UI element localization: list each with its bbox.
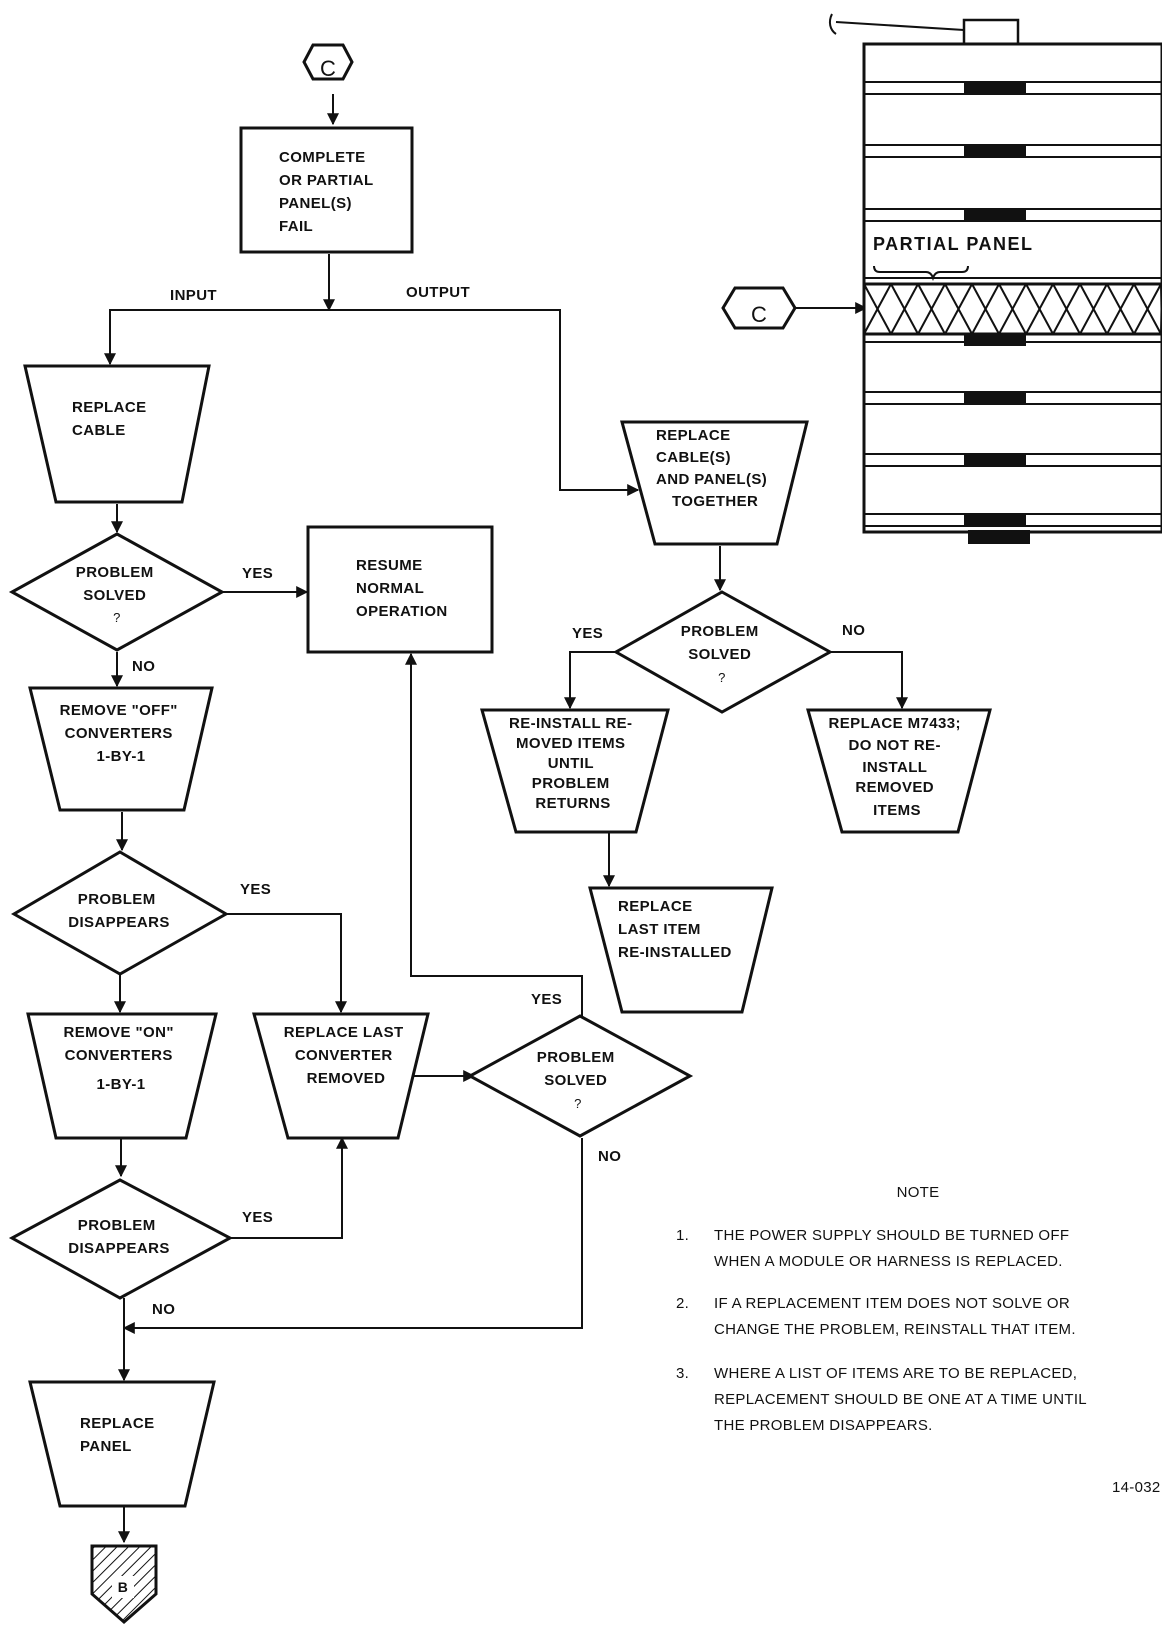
- node-remove-on-converters: REMOVE "ON" CONVERTERS 1-BY-1: [26, 1012, 218, 1140]
- rack-divider: [864, 453, 1162, 467]
- rack-foot: [968, 530, 1030, 544]
- problem-solved-3-text: PROBLEM SOLVED ?: [537, 1049, 619, 1111]
- node-problem-solved-3: PROBLEM SOLVED ?: [466, 1014, 694, 1138]
- node-replace-cables-panels: REPLACE CABLE(S) AND PANEL(S) TOGETHER: [620, 420, 809, 546]
- edge-input: [104, 309, 560, 366]
- edge-ps2-no: [830, 651, 908, 710]
- rack-divider: [864, 513, 1162, 527]
- edge-ps3-no: [122, 1138, 583, 1334]
- label-ps3-no: NO: [598, 1148, 621, 1165]
- node-problem-solved-2: PROBLEM SOLVED ?: [612, 590, 834, 714]
- node-remove-off-converters: REMOVE "OFF" CONVERTERS 1-BY-1: [28, 686, 214, 812]
- remove-on-text: REMOVE "ON" CONVERTERS 1-BY-1: [64, 1024, 179, 1093]
- label-input: INPUT: [170, 287, 217, 304]
- note-3-line-2: REPLACEMENT SHOULD BE ONE AT A TIME UNTI…: [714, 1391, 1087, 1408]
- remove-off-text: REMOVE "OFF" CONVERTERS 1-BY-1: [60, 702, 183, 765]
- problem-solved-2-text: PROBLEM SOLVED ?: [681, 623, 763, 685]
- panel-rack-diagram: PARTIAL PANEL C: [721, 13, 1162, 544]
- edge-labels: INPUT OUTPUT YES NO YES YES NO YES NO YE…: [132, 284, 865, 1318]
- label-pd2-no: NO: [152, 1301, 175, 1318]
- edge-output: [330, 309, 640, 496]
- node-problem-disappears-2: PROBLEM DISAPPEARS: [8, 1178, 234, 1300]
- node-panels-fail: COMPLETE OR PARTIAL PANEL(S) FAIL: [239, 126, 414, 254]
- node-replace-panel: REPLACE PANEL: [28, 1380, 216, 1508]
- connector-c-top: C: [302, 43, 354, 81]
- reinstall-text: RE-INSTALL RE- MOVED ITEMS UNTIL PROBLEM…: [509, 715, 637, 812]
- label-ps2-no: NO: [842, 622, 865, 639]
- partial-panel-label: PARTIAL PANEL: [873, 234, 1034, 254]
- node-replace-cable: REPLACE CABLE: [23, 364, 211, 504]
- rack-divider: [864, 391, 1162, 405]
- problem-solved-1-text: PROBLEM SOLVED ?: [76, 564, 158, 625]
- replace-last-item-text: REPLACE LAST ITEM RE-INSTALLED: [618, 898, 732, 961]
- node-resume-normal-operation: RESUME NORMAL OPERATION: [306, 525, 494, 654]
- label-pd1-yes: YES: [240, 881, 271, 898]
- note-1-line-2: WHEN A MODULE OR HARNESS IS REPLACED.: [714, 1253, 1063, 1270]
- node-replace-last-converter: REPLACE LAST CONVERTER REMOVED: [252, 1012, 430, 1140]
- label-ps2-yes: YES: [572, 625, 603, 642]
- replace-cables-panels-text: REPLACE CABLE(S) AND PANEL(S) TOGETHER: [656, 427, 772, 510]
- rack-divider: [864, 81, 1162, 95]
- rack-divider: [864, 208, 1162, 222]
- note-2-line-2: CHANGE THE PROBLEM, REINSTALL THAT ITEM.: [714, 1321, 1076, 1338]
- note-2-num: 2.: [676, 1295, 689, 1312]
- figure-id: 14-032: [1112, 1479, 1161, 1496]
- resume-text: RESUME NORMAL OPERATION: [356, 557, 448, 620]
- label-pd2-yes: YES: [242, 1209, 273, 1226]
- connector-b-label: B: [118, 1579, 129, 1595]
- harness-cable-2: [835, 21, 965, 31]
- harness-cable: [828, 13, 837, 35]
- replace-panel-text: REPLACE PANEL: [80, 1415, 159, 1455]
- note-3-line-3: THE PROBLEM DISAPPEARS.: [714, 1417, 933, 1434]
- flow-lines: [104, 94, 908, 1544]
- node-problem-disappears-1: PROBLEM DISAPPEARS: [10, 850, 230, 976]
- note-2-line-1: IF A REPLACEMENT ITEM DOES NOT SOLVE OR: [714, 1295, 1070, 1312]
- problem-disappears-2-text: PROBLEM DISAPPEARS: [68, 1217, 170, 1257]
- connector-b-offpage: B: [90, 1544, 158, 1624]
- replace-m7433-text: REPLACE M7433; DO NOT RE- INSTALL REMOVE…: [829, 715, 966, 819]
- node-replace-m7433: REPLACE M7433; DO NOT RE- INSTALL REMOVE…: [806, 708, 992, 834]
- connector-c-side: C: [721, 286, 797, 330]
- replace-last-converter-text: REPLACE LAST CONVERTER REMOVED: [284, 1024, 408, 1087]
- rack-divider: [864, 144, 1162, 158]
- problem-disappears-1-text: PROBLEM DISAPPEARS: [68, 891, 170, 931]
- note-1-num: 1.: [676, 1227, 689, 1244]
- label-ps3-yes: YES: [531, 991, 562, 1008]
- note-3-num: 3.: [676, 1365, 689, 1382]
- node-problem-solved-1: PROBLEM SOLVED ?: [8, 532, 226, 652]
- edge-ps2-yes: [564, 651, 618, 710]
- edge-pd1-yes: [224, 913, 347, 1014]
- panels-fail-text: COMPLETE OR PARTIAL PANEL(S) FAIL: [279, 149, 378, 235]
- label-ps1-yes: YES: [242, 565, 273, 582]
- connector-c-top-label: C: [320, 56, 336, 81]
- connector-c-side-label: C: [751, 302, 767, 327]
- note-1-line-1: THE POWER SUPPLY SHOULD BE TURNED OFF: [714, 1227, 1069, 1244]
- node-reinstall-items: RE-INSTALL RE- MOVED ITEMS UNTIL PROBLEM…: [480, 708, 670, 834]
- note-3-line-1: WHERE A LIST OF ITEMS ARE TO BE REPLACED…: [714, 1365, 1077, 1382]
- label-ps1-no: NO: [132, 658, 155, 675]
- edge-ps3-yes: [405, 652, 583, 1016]
- partial-panel-hatched-row: [862, 277, 1162, 346]
- label-output: OUTPUT: [406, 284, 470, 301]
- replace-cable-text: REPLACE CABLE: [72, 399, 151, 439]
- harness-connector: [962, 18, 1020, 46]
- notes-block: NOTE 1. THE POWER SUPPLY SHOULD BE TURNE…: [676, 1184, 1161, 1496]
- notes-heading: NOTE: [897, 1184, 940, 1201]
- edge-pd2-yes: [230, 1136, 348, 1239]
- node-replace-last-item: REPLACE LAST ITEM RE-INSTALLED: [588, 886, 774, 1014]
